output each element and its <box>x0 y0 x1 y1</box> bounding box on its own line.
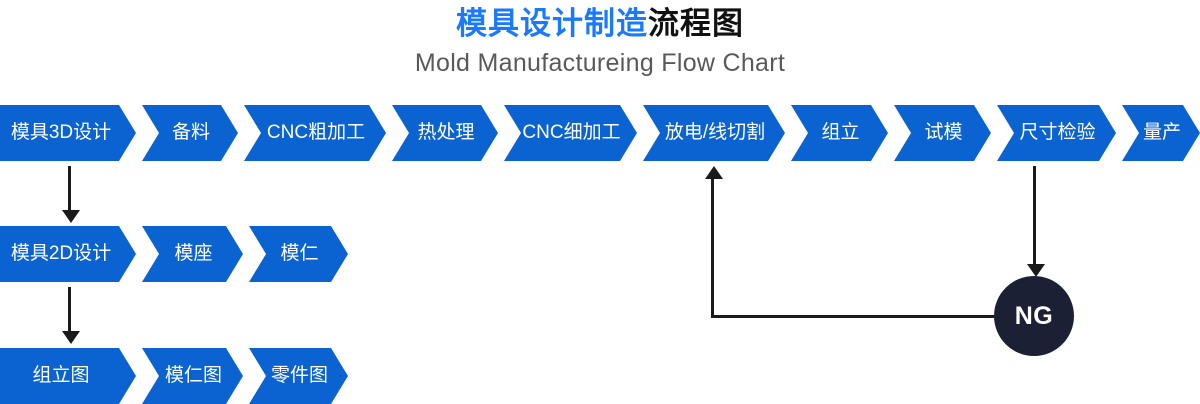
page-title: 模具设计制造流程图 <box>0 4 1200 44</box>
process-step-cnc-rough[interactable]: CNC粗加工 <box>244 105 386 161</box>
node-ng[interactable]: NG <box>994 276 1074 356</box>
process-step-assembly-drawing[interactable]: 组立图 <box>0 348 136 404</box>
process-step-trial-mold[interactable]: 试模 <box>894 105 991 161</box>
process-step-mold-base[interactable]: 模座 <box>142 226 243 282</box>
page-subtitle: Mold Manufactureing Flow Chart <box>414 49 786 77</box>
page-title-dark-part: 流程图 <box>648 6 744 41</box>
process-step-material-prep[interactable]: 备料 <box>142 105 238 161</box>
connector-inspection-to-ng-line <box>1033 166 1036 266</box>
connector-ng-loop-horizontal <box>711 315 996 318</box>
process-step-2d-design[interactable]: 模具2D设计 <box>0 226 136 282</box>
arrow-up-icon-ng-to-edm <box>705 166 723 179</box>
process-step-dimension-check[interactable]: 尺寸检验 <box>997 105 1116 161</box>
process-step-mold-core[interactable]: 模仁 <box>249 226 348 282</box>
connector-3d-to-2d-line <box>68 166 71 212</box>
process-step-edm-wirecut[interactable]: 放电/线切割 <box>643 105 785 161</box>
process-step-heat-treatment[interactable]: 热处理 <box>392 105 498 161</box>
title-block: 模具设计制造流程图 Mold Manufactureing Flow Chart <box>0 4 1200 79</box>
connector-ng-loop-vertical <box>711 178 714 318</box>
process-step-assembly[interactable]: 组立 <box>791 105 888 161</box>
process-step-mass-production[interactable]: 量产 <box>1122 105 1200 161</box>
arrow-down-icon-2d-to-drawings <box>62 331 80 344</box>
arrow-down-icon-3d-to-2d <box>62 210 80 223</box>
process-step-part-drawing[interactable]: 零件图 <box>249 348 348 404</box>
process-step-core-drawing[interactable]: 模仁图 <box>142 348 243 404</box>
process-step-3d-design[interactable]: 模具3D设计 <box>0 105 136 161</box>
arrow-down-icon-inspection-to-ng <box>1027 264 1045 277</box>
connector-2d-to-drawings-line <box>68 287 71 333</box>
process-step-cnc-fine[interactable]: CNC细加工 <box>504 105 637 161</box>
page-title-blue-part: 模具设计制造 <box>456 6 648 41</box>
